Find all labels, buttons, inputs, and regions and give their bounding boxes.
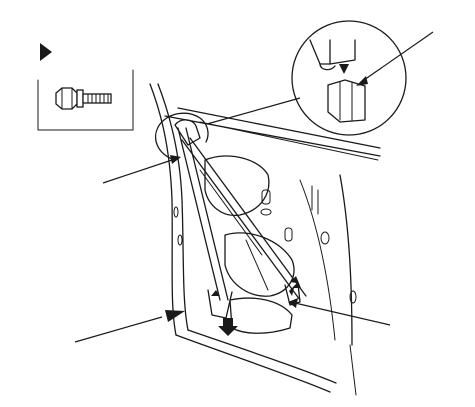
- arrow-up-icon: [289, 276, 301, 296]
- detail-callout: [291, 20, 407, 136]
- detail-circle: [155, 112, 209, 161]
- arrow-icon: [165, 310, 185, 322]
- arrow-icon: [356, 76, 368, 86]
- triangle-marker-icon: [40, 43, 52, 61]
- arrow-down-icon: [339, 64, 349, 74]
- arrow-up-icon: [211, 290, 220, 296]
- inner-panel: [173, 155, 357, 334]
- bolt-inset: [37, 69, 134, 131]
- arrow-icon: [288, 298, 298, 308]
- bolt-icon: [55, 87, 112, 110]
- door-frame: [149, 83, 381, 396]
- callout-lines: [74, 31, 434, 343]
- arrow-icon: [170, 155, 181, 164]
- regulator-rails: [174, 119, 307, 319]
- arrow-down-icon: [218, 318, 238, 336]
